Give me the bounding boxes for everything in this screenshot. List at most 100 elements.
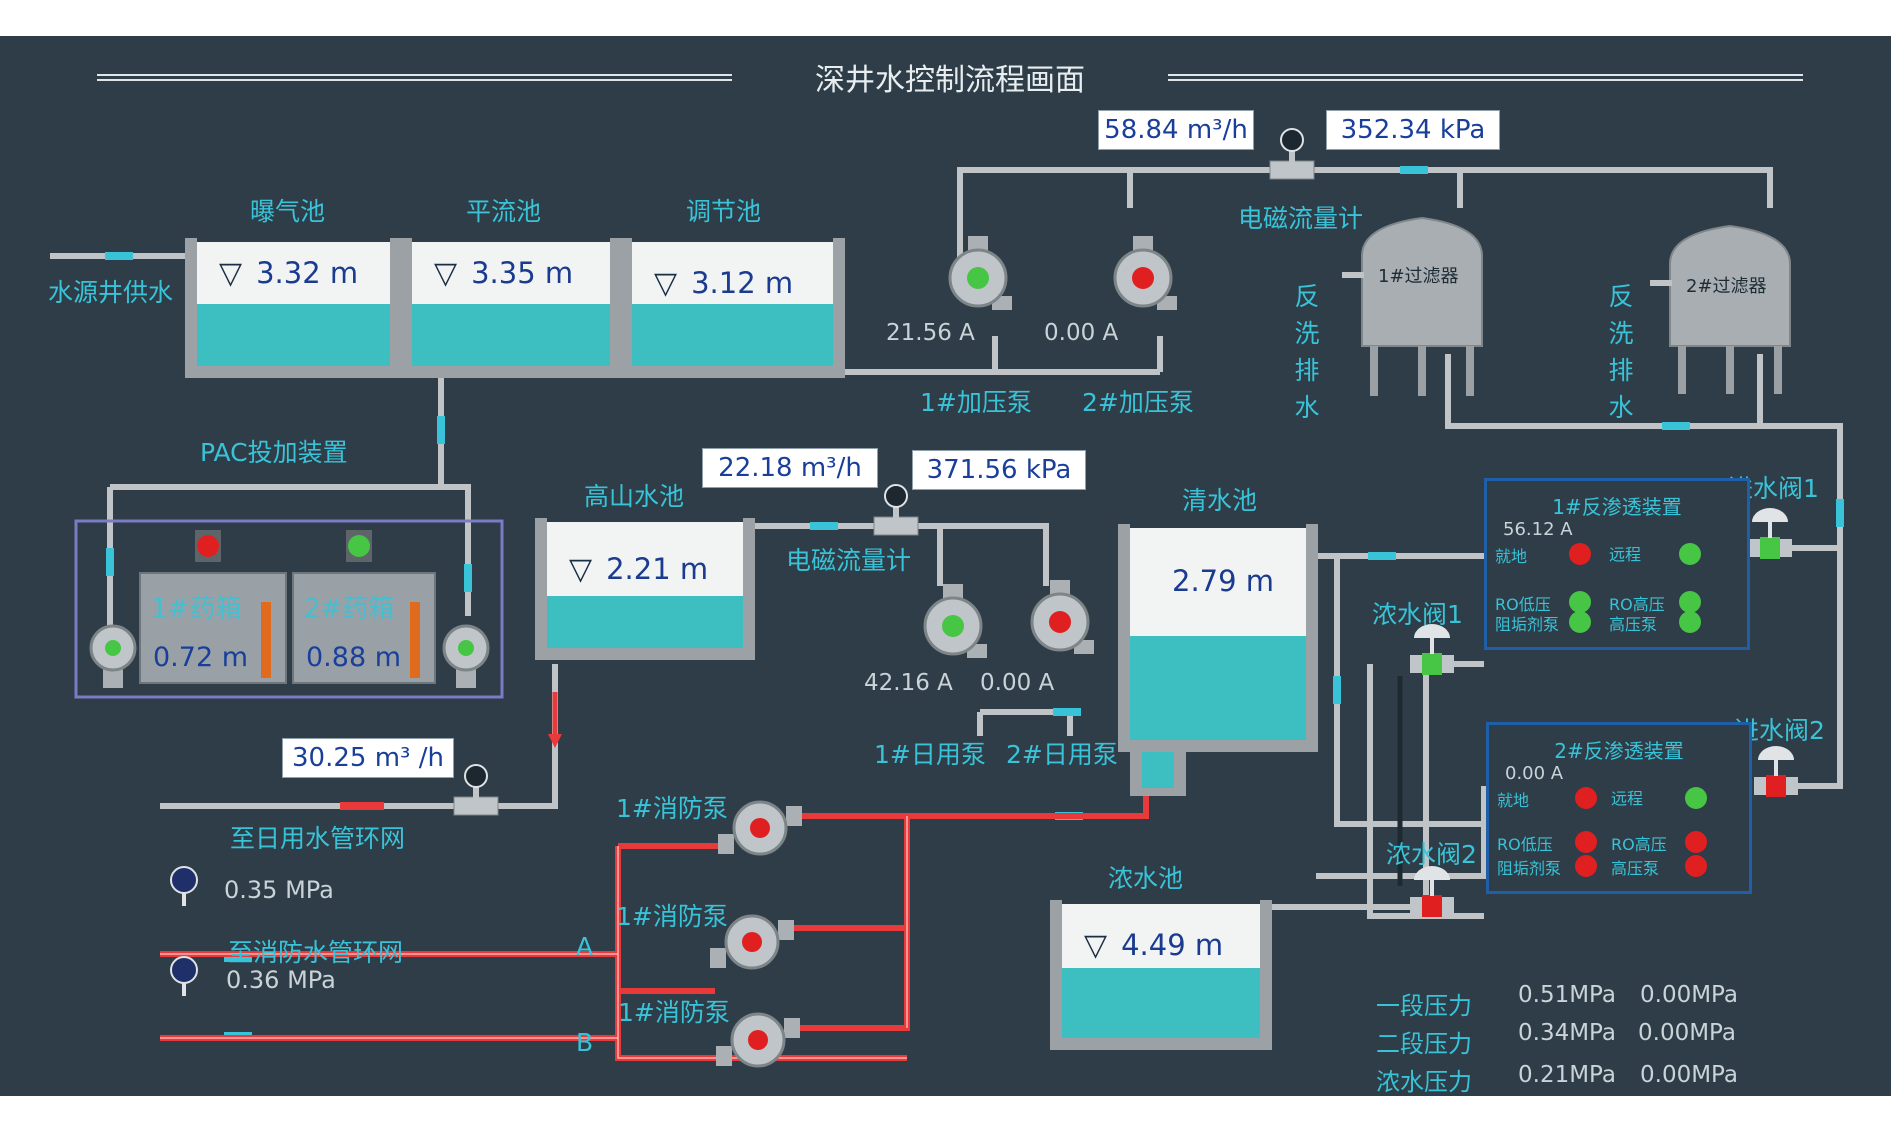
level-marker-icon: ▽ <box>1084 928 1108 963</box>
label-flowmeter-mid: 电磁流量计 <box>786 546 912 575</box>
med-tank-2: 2#药箱 0.88 m <box>292 572 436 684</box>
ro-unit-2: 2#反渗透装置 0.00 A 就地 远程 RO低压 RO高压 阻垢剂泵 高压泵 <box>1486 722 1752 894</box>
fire-pump-1-icon <box>718 800 802 856</box>
pac-pump-2-icon <box>442 624 490 688</box>
ro2-hp-pump-led <box>1685 855 1707 877</box>
concentrate-tank: ▽4.49 m <box>1062 904 1260 1038</box>
tank-walls <box>185 238 1318 1050</box>
filters <box>1342 216 1791 396</box>
ro-unit-1: 1#反渗透装置 56.12 A 就地 远程 RO低压 RO高压 阻垢剂泵 高压泵 <box>1484 478 1750 650</box>
label-well-supply: 水源井供水 <box>48 278 174 307</box>
label-line-b: B <box>576 1028 594 1057</box>
ro1-hp-pump-led <box>1679 611 1701 633</box>
daily-1-current: 42.16 A <box>864 670 953 696</box>
process-diagram <box>50 74 1844 1068</box>
label-to-daily-net: 至日用水管环网 <box>230 824 406 853</box>
pressure-row-3-v1: 0.21MPa <box>1518 1062 1616 1088</box>
ro2-local-led <box>1575 787 1597 809</box>
flowmeter-top-icon <box>1269 128 1315 180</box>
level-marker-icon: ▽ <box>219 256 243 291</box>
flowmeters <box>170 128 1315 996</box>
label-booster-1: 1#加压泵 <box>920 388 1032 417</box>
flow-daily-readout: 30.25 m³ /h <box>282 738 454 778</box>
label-conc-valve-1: 浓水阀1 <box>1372 600 1463 629</box>
fire-pressure-1: 0.35 MPa <box>224 876 334 904</box>
filter-2-icon <box>1650 224 1791 394</box>
label-fire-2: 1#消防泵 <box>616 902 728 931</box>
valves <box>1410 508 1798 917</box>
clear-tank: 2.79 m <box>1130 528 1306 740</box>
pressure-row-1-label: 一段压力 <box>1376 992 1472 1020</box>
label-clear: 清水池 <box>1182 486 1258 515</box>
label-booster-2: 2#加压泵 <box>1082 388 1194 417</box>
pressure-top-readout: 352.34 kPa <box>1326 110 1500 150</box>
booster-2-current: 0.00 A <box>1044 320 1119 346</box>
label-backwash-1: 反洗排水 <box>1294 282 1320 422</box>
pac-pump-1-icon <box>89 624 137 688</box>
booster-1-current: 21.56 A <box>886 320 975 346</box>
booster-pump-1-icon <box>948 236 1012 310</box>
label-conc-valve-2: 浓水阀2 <box>1386 840 1477 869</box>
label-aeration: 曝气池 <box>250 197 326 226</box>
ro1-ro-high-led <box>1679 591 1701 613</box>
pressure-row-2-v1: 0.34MPa <box>1518 1020 1616 1046</box>
level-marker-icon: ▽ <box>434 256 458 291</box>
label-fire-1: 1#消防泵 <box>616 794 728 823</box>
mountain-tank: ▽2.21 m <box>547 522 743 648</box>
label-advection: 平流池 <box>466 197 542 226</box>
inlet-valve-2-icon <box>1754 746 1798 797</box>
flow-top-readout: 58.84 m³/h <box>1098 110 1254 150</box>
daily-pump-1-icon <box>923 584 987 658</box>
ro2-scale-pump-led <box>1575 855 1597 877</box>
advection-tank: ▽3.35 m <box>412 242 610 366</box>
aeration-tank: ▽3.32 m <box>197 242 390 366</box>
pressure-row-2-label: 二段压力 <box>1376 1030 1472 1058</box>
pressure-gauge-1-icon <box>170 866 198 906</box>
title-rules <box>97 74 1803 81</box>
fire-pressure-2: 0.36 MPa <box>226 966 336 994</box>
flowmeter-daily-icon <box>453 764 499 816</box>
pressure-row-3-v2: 0.00MPa <box>1640 1062 1738 1088</box>
label-daily-2: 2#日用泵 <box>1006 740 1118 769</box>
label-filter-1: 1#过滤器 <box>1378 266 1459 287</box>
inlet-valve-1-icon <box>1748 508 1792 559</box>
med-tank-1: 1#药箱 0.72 m <box>139 572 287 684</box>
label-line-a: A <box>576 932 594 961</box>
ro2-remote-led <box>1685 787 1707 809</box>
pressure-mid-readout: 371.56 kPa <box>912 450 1086 490</box>
filter-1-icon <box>1342 216 1483 396</box>
pressure-row-3-label: 浓水压力 <box>1376 1068 1472 1096</box>
daily-2-current: 0.00 A <box>980 670 1055 696</box>
ro1-remote-led <box>1679 543 1701 565</box>
med-tank-indicators <box>195 530 372 562</box>
ro2-ro-high-led <box>1685 831 1707 853</box>
fire-pump-2-icon <box>710 914 794 970</box>
ro1-ro-low-led <box>1569 591 1591 613</box>
page-title: 深井水控制流程画面 <box>815 63 1085 98</box>
conc-valve-2-icon <box>1410 866 1454 917</box>
label-flowmeter-top: 电磁流量计 <box>1238 204 1364 233</box>
level-marker-icon: ▽ <box>569 552 593 587</box>
label-daily-1: 1#日用泵 <box>874 740 986 769</box>
flowmeter-mid-icon <box>873 484 919 536</box>
ro1-local-led <box>1569 543 1591 565</box>
pressure-row-1-v2: 0.00MPa <box>1640 982 1738 1008</box>
regulation-tank: ▽3.12 m <box>632 242 833 366</box>
ro1-scale-pump-led <box>1569 611 1591 633</box>
label-fire-3: 1#消防泵 <box>618 998 730 1027</box>
label-mountain: 高山水池 <box>584 482 685 511</box>
label-to-fire-net: 至消防水管环网 <box>228 938 404 967</box>
flow-mid-readout: 22.18 m³/h <box>702 448 878 488</box>
booster-pump-2-icon <box>1113 236 1177 310</box>
label-backwash-2: 反洗排水 <box>1608 282 1634 422</box>
label-filter-2: 2#过滤器 <box>1686 276 1767 297</box>
ro2-ro-low-led <box>1575 831 1597 853</box>
label-concentrate: 浓水池 <box>1108 864 1184 893</box>
daily-pump-2-icon <box>1030 580 1094 654</box>
hmi-panel: 深井水控制流程画面 <box>0 36 1891 1096</box>
label-pac: PAC投加装置 <box>200 438 348 467</box>
pressure-row-2-v2: 0.00MPa <box>1638 1020 1736 1046</box>
pumps <box>89 236 1177 1068</box>
pac-frame <box>74 519 504 699</box>
pressure-gauge-2-icon <box>170 956 198 996</box>
